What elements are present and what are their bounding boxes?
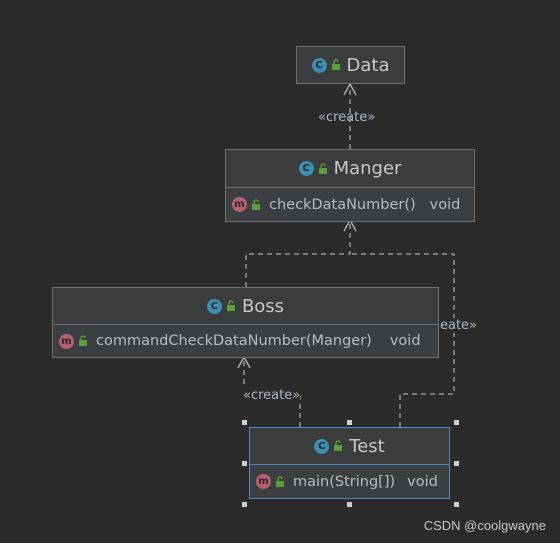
class-node-manger[interactable]: C Manger m checkDataNumber() void	[225, 149, 475, 222]
resize-handle-top-right[interactable]	[454, 420, 459, 425]
class-name-boss: Boss	[241, 295, 285, 317]
method-return-type: void	[429, 196, 461, 213]
class-icon: C	[206, 298, 222, 314]
class-node-boss[interactable]: C Boss m commandCheckDataNumber(Manger) …	[52, 287, 439, 358]
class-node-data[interactable]: C Data	[296, 46, 405, 84]
resize-handle-top-center[interactable]	[347, 420, 352, 425]
class-name-manger: Manger	[333, 158, 402, 179]
resize-handle-bottom-center[interactable]	[347, 502, 352, 507]
class-icon: C	[311, 57, 327, 73]
watermark: CSDN @coolgwayne	[423, 518, 546, 533]
edge-test-manger	[350, 253, 455, 427]
label-test-boss: «create»	[243, 388, 301, 403]
lock-icon	[318, 162, 327, 174]
method-row[interactable]: m main(String[]) void	[250, 465, 449, 498]
resize-handle-bottom-left[interactable]	[242, 502, 247, 507]
method-row[interactable]: m checkDataNumber() void	[226, 187, 474, 221]
arrowhead-data	[343, 82, 357, 96]
class-header-test: C Test	[250, 428, 449, 465]
method-row[interactable]: m commandCheckDataNumber(Manger) void	[53, 324, 438, 357]
class-name-data: Data	[346, 54, 390, 76]
label-manger-data: «create»	[318, 110, 376, 125]
resize-handle-middle-left[interactable]	[242, 461, 247, 466]
edge-boss-manger	[245, 222, 351, 287]
lock-icon	[334, 440, 343, 451]
resize-handle-bottom-right[interactable]	[454, 502, 459, 507]
class-icon: C	[314, 438, 330, 454]
lock-icon	[79, 335, 87, 346]
class-name-test: Test	[349, 435, 385, 457]
lock-icon	[226, 300, 235, 311]
class-icon: C	[298, 161, 314, 176]
label-test-manger: eate»	[440, 318, 478, 333]
resize-handle-middle-right[interactable]	[454, 461, 459, 466]
class-header-boss: C Boss	[53, 288, 438, 324]
lock-icon	[331, 59, 340, 70]
class-header-manger: C Manger	[226, 150, 474, 187]
lock-icon	[252, 198, 260, 210]
method-signature: main(String[])	[293, 473, 396, 490]
lock-icon	[276, 475, 284, 487]
method-signature: commandCheckDataNumber(Manger)	[96, 333, 372, 349]
class-header-data: C Data	[297, 47, 404, 83]
method-icon: m	[256, 474, 271, 489]
resize-handle-top-left[interactable]	[242, 420, 247, 425]
method-signature: checkDataNumber()	[269, 196, 416, 213]
method-icon: m	[59, 333, 74, 349]
class-node-test[interactable]: C Test m main(String[]) void	[249, 427, 450, 499]
method-return-type: void	[407, 473, 438, 490]
method-icon: m	[232, 197, 247, 212]
method-return-type: void	[389, 333, 421, 349]
